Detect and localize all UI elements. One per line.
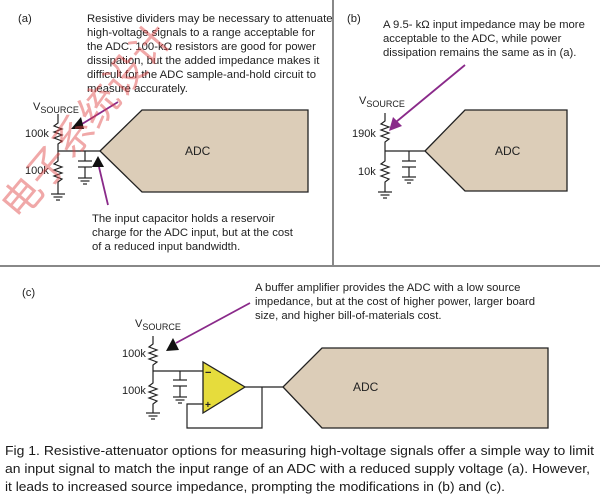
- capacitor: [77, 151, 93, 185]
- arrowhead: [389, 117, 402, 131]
- panel-a-note: Resistive dividers may be necessary to a…: [87, 13, 333, 95]
- callout-arrow: [395, 64, 466, 123]
- callout-arrow: [98, 166, 109, 206]
- adc-label: ADC: [353, 380, 379, 394]
- caption-line: an input signal to match the input range…: [5, 461, 590, 476]
- note-line: acceptable to the ADC, while power: [383, 33, 562, 45]
- vsource-label: VSOURCE: [359, 95, 405, 109]
- note-line: The input capacitor holds a reservoir: [92, 213, 275, 225]
- arrowhead: [92, 156, 104, 167]
- adc-label: ADC: [495, 144, 521, 158]
- note-line: Resistive dividers may be necessary to a…: [87, 13, 333, 25]
- adc-label: ADC: [185, 144, 211, 158]
- capacitor: [401, 151, 417, 184]
- resistor-bottom-value: 100k: [122, 385, 146, 397]
- resistor-top-value: 100k: [122, 348, 146, 360]
- caption-line: Fig 1. Resistive-attenuator options for …: [5, 443, 594, 458]
- callout-arrow: [81, 101, 119, 125]
- resistor-top: [148, 340, 158, 368]
- panel-b-label: (b): [347, 13, 361, 25]
- resistor-bottom-value: 10k: [358, 166, 376, 178]
- adc-block: [99, 109, 309, 193]
- note-line: A buffer amplifier provides the ADC with…: [255, 282, 520, 294]
- note-line: dissipation, but the added impedance mak…: [87, 55, 320, 67]
- arrowhead: [166, 338, 179, 351]
- ground-icon: [145, 412, 161, 420]
- note-line: high-voltage signals to a range acceptab…: [87, 27, 315, 39]
- resistor-bottom: [148, 379, 158, 407]
- note-line: impedance, but at the cost of higher pow…: [255, 296, 535, 308]
- adc-block: [282, 347, 549, 429]
- resistor-bottom: [380, 157, 390, 185]
- ground-icon: [377, 191, 393, 199]
- panel-a: (a) Resistive dividers may be necessary …: [18, 13, 333, 253]
- feedback-wire: [186, 387, 263, 429]
- resistor-bottom-value: 100k: [25, 165, 49, 177]
- opamp-plus: +: [205, 400, 211, 411]
- note-line: the ADC. 100-kΩ resistors are good for p…: [87, 41, 316, 53]
- note-line: difficult for the ADC sample-and-hold ci…: [87, 69, 316, 81]
- capacitor: [172, 371, 188, 404]
- adc-block: [424, 109, 568, 192]
- callout-arrow: [175, 302, 251, 344]
- vsource-label: VSOURCE: [33, 101, 79, 115]
- panel-a-note-2: The input capacitor holds a reservoir ch…: [92, 213, 294, 253]
- note-line: charge for the ADC input, but at the cos…: [92, 227, 294, 239]
- panel-a-label: (a): [18, 13, 32, 25]
- panel-c-label: (c): [22, 287, 35, 299]
- opamp-minus: −: [205, 367, 211, 379]
- panel-b: (b) A 9.5- kΩ input impedance may be mor…: [347, 13, 585, 199]
- caption-line: it leads to increased source impedance, …: [5, 479, 505, 494]
- note-line: of a reduced input bandwidth.: [92, 241, 240, 253]
- resistor-top: [380, 117, 390, 145]
- note-line: size, and higher bill-of-materials cost.: [255, 310, 441, 322]
- opamp-buffer: − +: [202, 360, 247, 415]
- resistor-top-value: 190k: [352, 128, 376, 140]
- resistor-top-value: 100k: [25, 128, 49, 140]
- arrowhead: [71, 117, 84, 129]
- figure-caption: Fig 1. Resistive-attenuator options for …: [5, 443, 594, 494]
- note-line: measure accurately.: [87, 83, 188, 95]
- note-line: dissipation remains the same as in (a).: [383, 47, 576, 59]
- vsource-label: VSOURCE: [135, 318, 181, 332]
- panel-c: (c) A buffer amplifier provides the ADC …: [22, 282, 549, 429]
- note-line: A 9.5- kΩ input impedance may be more: [383, 19, 585, 31]
